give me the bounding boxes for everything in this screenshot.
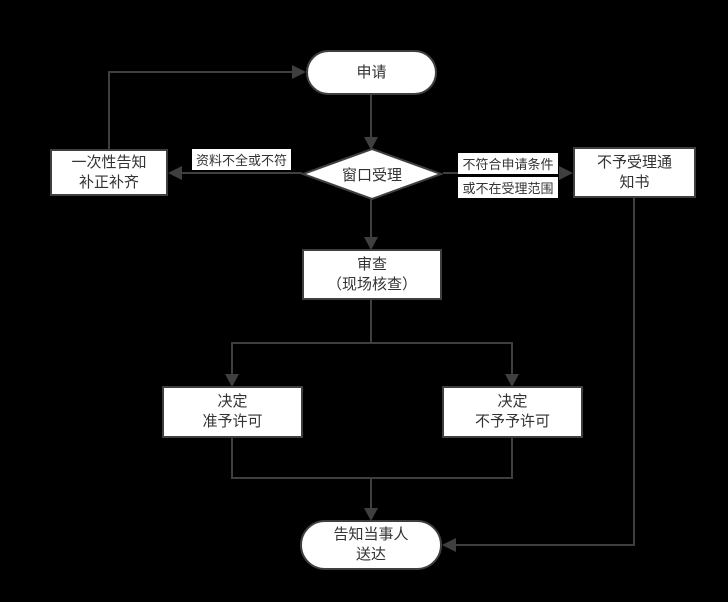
node-notify-correct: 一次性告知 补正补齐 [50,149,168,196]
connector-split-left-down [231,342,233,374]
node-review-line2: （现场核查） [326,274,417,293]
node-window-accept-label: 窗口受理 [341,165,402,184]
connector-apply-to-diamond [370,95,372,137]
edge-label-not-eligible: 不符合申请条件 或不在受理范围 [445,153,571,198]
node-decision-grant: 决定 准予许可 [162,386,303,438]
edge-label-not-eligible-line1: 不符合申请条件 [458,153,558,174]
diamond-shape [301,148,443,200]
connector-deny-down [511,438,513,478]
connector-merge-to-inform [370,477,372,508]
node-review-line1: 审查 [356,254,387,273]
node-review: 审查 （现场核查） [302,249,442,300]
connector-diamond-to-notify [180,172,302,174]
connector-split-right-down [511,342,513,374]
node-inform-deliver-line1: 告知当事人 [333,525,409,544]
node-window-accept: 窗口受理 [301,148,443,200]
arrowhead-into-inform [364,508,378,521]
edge-label-not-eligible-line2: 或不在受理范围 [458,177,558,198]
node-reject-notice-line2: 知书 [619,172,650,191]
node-decision-deny-line1: 决定 [497,392,528,411]
connector-reject-to-inform [456,544,635,546]
node-decision-deny-line2: 不予予许可 [474,412,550,430]
node-notify-correct-line2: 补正补齐 [78,172,139,191]
node-reject-notice: 不予受理通 知书 [573,147,696,198]
connector-review-down [370,300,372,343]
arrowhead-into-deny [505,374,519,387]
connector-notify-up [108,72,110,149]
node-reject-notice-line1: 不予受理通 [596,152,672,171]
arrowhead-into-diamond [364,137,378,150]
connector-diamond-to-review [370,199,372,237]
arrowhead-into-review [364,237,378,250]
connector-reject-down-long [633,198,635,545]
node-inform-deliver-line2: 送达 [355,545,386,563]
node-notify-correct-line1: 一次性告知 [71,152,147,171]
connector-notify-to-apply [108,71,293,73]
edge-label-materials-incomplete: 资料不全或不符 [181,149,302,170]
node-decision-grant-line2: 准予许可 [202,412,263,430]
arrowhead-into-notify [168,166,182,180]
node-decision-grant-line1: 决定 [217,392,248,411]
node-decision-deny: 决定 不予予许可 [442,386,583,438]
node-apply: 申请 [306,50,437,95]
connector-split-horizontal [231,342,513,344]
node-apply-label: 申请 [356,62,387,81]
arrowhead-reject-into-inform [442,538,456,552]
arrowhead-into-grant [225,374,239,387]
connector-merge-horizontal [231,477,513,479]
edge-label-materials-incomplete-text: 资料不全或不符 [191,149,291,170]
connector-grant-down [231,438,233,478]
arrowhead-into-apply [292,65,306,79]
node-inform-deliver: 告知当事人 送达 [300,520,442,570]
arrowhead-into-reject [559,166,573,180]
